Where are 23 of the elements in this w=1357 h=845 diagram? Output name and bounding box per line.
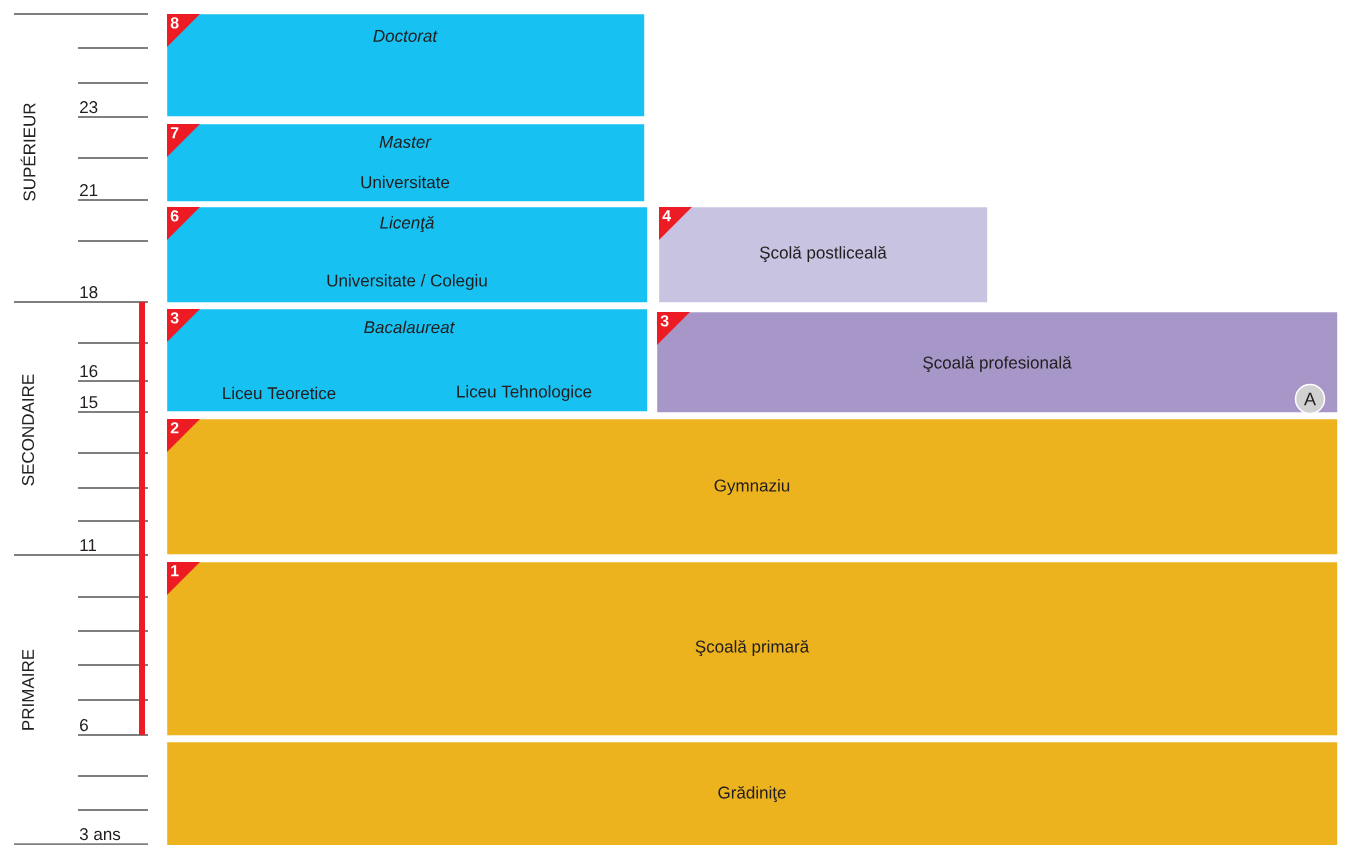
number-badge: 3 [657, 312, 690, 345]
age-label: 21 [80, 184, 98, 196]
age-label: 18 [80, 286, 98, 299]
age-label: 15 [80, 396, 98, 409]
level-box: Grădiniţe [167, 742, 1338, 845]
node-label: Bacalaureat [364, 320, 455, 334]
number-badge: 8 [167, 14, 200, 47]
number-badge: 2 [167, 419, 200, 452]
age-label: 23 [80, 101, 98, 114]
level-label: SECONDAIRE [22, 374, 35, 486]
number-badge: 1 [167, 562, 200, 595]
level-label: SUPÉRIEUR [20, 103, 36, 201]
age-label: 6 [80, 719, 88, 732]
number-badge: 6 [167, 207, 200, 240]
node-label: Liceu Teoretice [223, 386, 336, 400]
age-label: 16 [80, 365, 98, 378]
number-badge: 4 [659, 207, 692, 240]
number-badge: 3 [167, 309, 200, 342]
age-label: 3 ans [79, 828, 121, 841]
level-label: PRIMAIRE [22, 649, 34, 730]
age-label: 11 [80, 539, 97, 551]
node-label: Liceu Tehnologice [457, 385, 592, 401]
number-badge: 7 [167, 124, 200, 157]
